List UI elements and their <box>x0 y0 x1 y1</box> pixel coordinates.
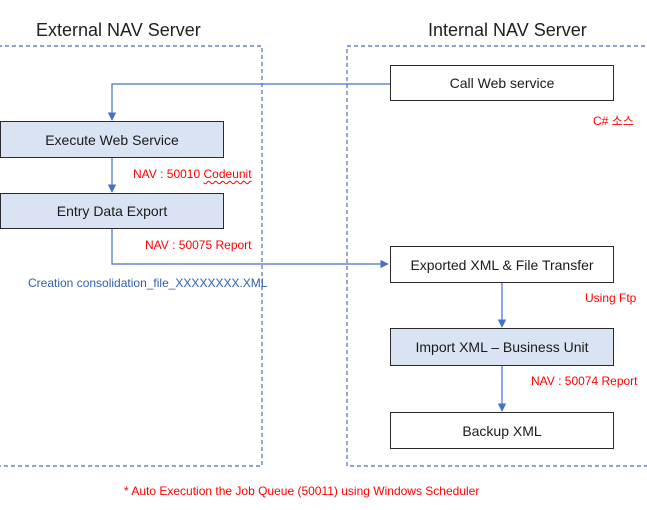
export-to-transfer-connector <box>111 228 389 269</box>
internal-server-panel <box>346 45 647 467</box>
nav-50074-report-note: NAV : 50074 Report <box>531 374 638 388</box>
call-web-service-box: Call Web service <box>390 65 614 101</box>
footer-note: * Auto Execution the Job Queue (50011) u… <box>124 484 480 498</box>
execute-web-service-box: Execute Web Service <box>0 121 224 158</box>
creation-file-note: Creation consolidation_file_XXXXXXXX.XML <box>28 276 268 290</box>
exported-xml-transfer-box: Exported XML & File Transfer <box>390 246 614 283</box>
csharp-source-note: C# 소스 <box>593 114 634 128</box>
call-to-execute-connector <box>107 83 390 121</box>
external-server-panel <box>0 45 263 467</box>
import-xml-business-unit-box: Import XML – Business Unit <box>390 328 614 366</box>
backup-xml-box: Backup XML <box>390 412 614 449</box>
nav-50075-report-note: NAV : 50075 Report <box>145 238 252 252</box>
using-ftp-note: Using Ftp <box>585 291 637 305</box>
external-server-title: External NAV Server <box>36 20 201 40</box>
nav-50010-codeunit-note: NAV : 50010 Codeunit <box>133 167 252 181</box>
internal-server-title: Internal NAV Server <box>428 20 587 40</box>
entry-data-export-box: Entry Data Export <box>0 193 224 229</box>
